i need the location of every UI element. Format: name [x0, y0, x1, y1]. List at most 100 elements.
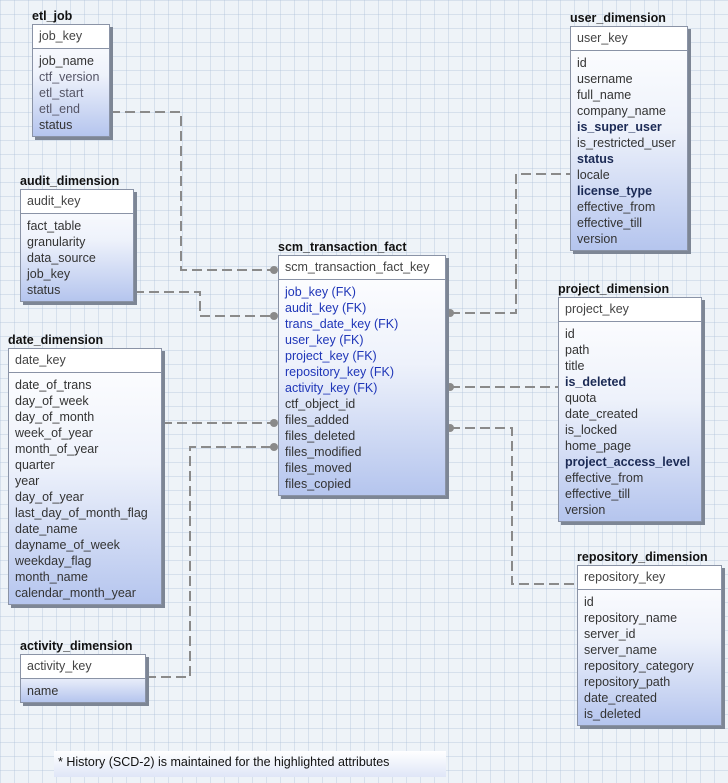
attribute: week_of_year — [15, 426, 93, 440]
entity-title: activity_dimension — [20, 639, 133, 653]
history-note: * History (SCD-2) is maintained for the … — [54, 751, 446, 777]
attribute: year — [15, 474, 40, 488]
attribute: effective_from — [577, 200, 656, 214]
attribute: status — [27, 283, 61, 297]
attribute: full_name — [577, 88, 632, 102]
primary-key: job_key — [33, 25, 109, 49]
attribute: version — [565, 503, 606, 517]
attribute: status — [39, 118, 73, 132]
entity-title: project_dimension — [558, 282, 670, 296]
entity-user-dimension[interactable]: user_dimension user_key id username full… — [570, 10, 688, 251]
attribute: job_key — [27, 267, 71, 281]
primary-key: date_key — [9, 349, 161, 373]
attribute: files_modified — [285, 445, 362, 459]
attribute: locale — [577, 168, 610, 182]
highlighted-attribute: license_type — [577, 184, 653, 198]
attribute: files_moved — [285, 461, 352, 475]
attribute: effective_till — [565, 487, 631, 501]
attribute: home_page — [565, 439, 632, 453]
link-etl-job — [110, 111, 274, 271]
highlighted-attribute: is_super_user — [577, 120, 662, 134]
attribute: path — [565, 343, 590, 357]
attribute: version — [577, 232, 618, 246]
attribute: etl_end — [39, 102, 81, 116]
attribute: id — [565, 327, 575, 341]
foreign-key-attribute: job_key (FK) — [285, 285, 356, 299]
foreign-key-attribute: user_key (FK) — [285, 333, 364, 347]
primary-key: user_key — [571, 27, 687, 51]
attribute: dayname_of_week — [15, 538, 120, 552]
attribute: date_of_trans — [15, 378, 92, 392]
entity-title: audit_dimension — [20, 174, 120, 188]
attribute: is_deleted — [584, 707, 641, 721]
attribute: company_name — [577, 104, 666, 118]
attribute: repository_path — [584, 675, 671, 689]
attribute: date_created — [584, 691, 657, 705]
attribute: last_day_of_month_flag — [15, 506, 148, 520]
entity-title: user_dimension — [570, 11, 666, 25]
attribute: files_copied — [285, 477, 352, 491]
link-repository-dimension — [450, 427, 578, 585]
attribute: fact_table — [27, 219, 82, 233]
entity-project-dimension[interactable]: project_dimension project_key id path ti… — [558, 281, 702, 522]
highlighted-attribute: status — [577, 152, 614, 166]
entity-title: etl_job — [32, 9, 73, 23]
primary-key: activity_key — [21, 655, 145, 679]
attribute: day_of_month — [15, 410, 95, 424]
attribute: server_id — [584, 627, 636, 641]
attribute: effective_from — [565, 471, 644, 485]
link-activity-dimension — [146, 446, 274, 678]
entity-date-dimension[interactable]: date_dimension date_key date_of_trans da… — [8, 332, 162, 605]
foreign-key-attribute: repository_key (FK) — [285, 365, 395, 379]
attribute: id — [577, 56, 587, 70]
foreign-key-attribute: activity_key (FK) — [285, 381, 378, 395]
attribute: granularity — [27, 235, 86, 249]
attribute: ctf_object_id — [285, 397, 356, 411]
entity-audit-dimension[interactable]: audit_dimension audit_key fact_table gra… — [20, 173, 134, 302]
primary-key: repository_key — [578, 566, 721, 590]
primary-key: audit_key — [21, 190, 133, 214]
attribute: title — [565, 359, 585, 373]
attribute: repository_category — [584, 659, 694, 673]
attribute: month_name — [15, 570, 88, 584]
primary-key: scm_transaction_fact_key — [279, 256, 445, 280]
attribute: data_source — [27, 251, 96, 265]
attribute: ctf_version — [39, 70, 100, 84]
attribute: id — [584, 595, 594, 609]
attribute: weekday_flag — [15, 554, 92, 568]
attribute: date_name — [15, 522, 78, 536]
entity-etl-job[interactable]: etl_job job_key job_name ctf_version etl… — [32, 8, 110, 137]
attribute: etl_start — [39, 86, 84, 100]
attribute: effective_till — [577, 216, 643, 230]
entity-scm-transaction-fact[interactable]: scm_transaction_fact scm_transaction_fac… — [278, 239, 446, 496]
attribute: quarter — [15, 458, 55, 472]
attribute: day_of_week — [15, 394, 89, 408]
attribute: files_deleted — [285, 429, 356, 443]
entity-activity-dimension[interactable]: activity_dimension activity_key name — [20, 638, 146, 703]
attribute: day_of_year — [15, 490, 84, 504]
attribute: quota — [565, 391, 597, 405]
entity-title: date_dimension — [8, 333, 104, 347]
primary-key: project_key — [559, 298, 701, 322]
entity-repository-dimension[interactable]: repository_dimension repository_key id r… — [577, 549, 722, 726]
attribute: calendar_month_year — [15, 586, 136, 600]
attribute: month_of_year — [15, 442, 99, 456]
attribute: is_restricted_user — [577, 136, 676, 150]
entity-title: scm_transaction_fact — [278, 240, 407, 254]
link-audit-dimension — [134, 291, 274, 317]
attribute: files_added — [285, 413, 349, 427]
highlighted-attribute: project_access_level — [565, 455, 691, 469]
attribute: name — [27, 684, 59, 698]
attribute: server_name — [584, 643, 657, 657]
attribute: repository_name — [584, 611, 678, 625]
highlighted-attribute: is_deleted — [565, 375, 627, 389]
attribute: username — [577, 72, 633, 86]
foreign-key-attribute: project_key (FK) — [285, 349, 377, 363]
link-user-dimension — [450, 173, 570, 314]
attribute: date_created — [565, 407, 638, 421]
entity-title: repository_dimension — [577, 550, 708, 564]
foreign-key-attribute: audit_key (FK) — [285, 301, 367, 315]
foreign-key-attribute: trans_date_key (FK) — [285, 317, 399, 331]
attribute: is_locked — [565, 423, 618, 437]
